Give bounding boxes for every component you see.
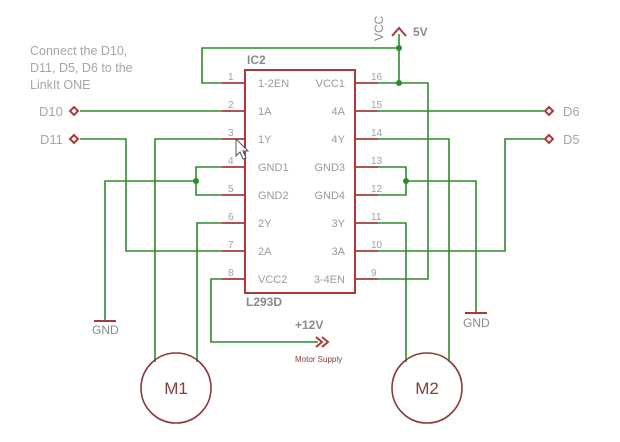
vcc-label: VCC <box>372 15 386 41</box>
motor-m1-body <box>140 352 212 424</box>
junction-vcc-top <box>396 45 402 51</box>
motor-supply-label: Motor Supply <box>295 355 342 364</box>
wire-d11 <box>80 138 222 252</box>
pin-name-12: GND4 <box>314 190 345 202</box>
pin-name-4: GND1 <box>258 162 289 174</box>
ic-part-number: L293D <box>246 295 282 309</box>
wire-1y-m1 <box>154 138 222 362</box>
junction-gnd-left <box>193 178 199 184</box>
pin-name-5: GND2 <box>258 190 289 202</box>
motor-m1-label: M1 <box>164 379 188 398</box>
gnd-left-label: GND <box>92 323 119 337</box>
pin-number-13: 13 <box>371 156 383 167</box>
wire-gnd3-gnd4 <box>378 166 407 196</box>
pin-number-7: 7 <box>228 240 234 251</box>
motor-supply-symbol: +12V Motor Supply <box>295 318 342 364</box>
wire-2y-m1 <box>196 222 222 362</box>
motor-supply-value: +12V <box>295 318 323 332</box>
pin-name-10: 3A <box>332 246 346 258</box>
pin-number-6: 6 <box>228 212 234 223</box>
vcc-value: 5V <box>413 25 428 39</box>
motor-m2[interactable]: M2 <box>391 352 463 424</box>
wire-d5 <box>378 138 544 252</box>
pin-number-2: 2 <box>228 100 234 111</box>
pin-name-16: VCC1 <box>316 78 345 90</box>
note-line-2: D11, D5, D6 to the <box>30 61 133 75</box>
wire-gnd-left <box>104 180 196 320</box>
junction-gnd-right <box>403 178 409 184</box>
gnd-left-symbol: GND <box>92 320 119 337</box>
pin-number-8: 8 <box>228 268 234 279</box>
supply-arrow-icon-1 <box>315 336 324 348</box>
pin-number-1: 1 <box>228 72 234 83</box>
port-d6-connector-icon <box>543 105 555 117</box>
pin-name-3: 1Y <box>258 134 272 146</box>
wire-enable-1-2 <box>201 47 399 84</box>
pin-name-8: VCC2 <box>258 274 287 286</box>
mouse-cursor-icon <box>235 137 250 160</box>
wire-gnd1-gnd2 <box>195 166 222 196</box>
pin-name-2: 1A <box>258 106 272 118</box>
pin-name-9: 3-4EN <box>314 274 345 286</box>
pin-number-12: 12 <box>371 184 383 195</box>
pin-name-13: GND3 <box>314 162 345 174</box>
note-line-1: Connect the D10, <box>30 44 127 58</box>
port-d6[interactable]: D6 <box>543 104 580 119</box>
ic-right-pins <box>355 82 378 280</box>
wire-vcc2-supply <box>210 278 318 343</box>
ic-body[interactable] <box>244 69 356 294</box>
motor-m2-body <box>391 352 463 424</box>
pin-name-1: 1-2EN <box>258 78 289 90</box>
pin-number-11: 11 <box>371 212 382 223</box>
port-d11[interactable]: D11 <box>40 132 80 147</box>
ic-refdes: IC2 <box>247 53 266 67</box>
supply-arrow-icon-2 <box>321 336 330 348</box>
gnd-right-symbol: GND <box>463 312 490 330</box>
note-line-3: LinkIt ONE <box>30 78 90 92</box>
port-d10[interactable]: D10 <box>39 104 80 119</box>
port-d10-label: D10 <box>39 104 63 119</box>
port-d5-connector-icon <box>543 133 555 145</box>
port-d5-label: D5 <box>563 132 580 147</box>
pin-number-9: 9 <box>371 268 377 279</box>
port-d11-connector-icon <box>68 133 80 145</box>
port-d10-connector-icon <box>68 105 80 117</box>
vcc-supply-symbol: VCC 5V <box>372 15 428 41</box>
pin-name-14: 4Y <box>332 134 346 146</box>
vcc-arrow-icon <box>391 26 407 37</box>
pin-number-5: 5 <box>228 184 234 195</box>
motor-m2-label: M2 <box>415 379 439 398</box>
pin-name-7: 2A <box>258 246 272 258</box>
wire-gnd-right <box>406 180 477 312</box>
port-d11-label: D11 <box>40 132 63 147</box>
port-d5[interactable]: D5 <box>543 132 580 147</box>
pin-name-15: 4A <box>332 106 346 118</box>
pin-number-15: 15 <box>371 100 383 111</box>
port-d6-label: D6 <box>563 104 580 119</box>
wire-4y-m2 <box>378 138 450 362</box>
pin-number-14: 14 <box>371 128 383 139</box>
pin-number-3: 3 <box>228 128 234 139</box>
pin-number-10: 10 <box>371 240 383 251</box>
pin-number-16: 16 <box>371 72 383 83</box>
ic-left-pins <box>222 82 245 280</box>
pin-number-4: 4 <box>228 156 234 167</box>
wire-3y-m2 <box>378 222 407 362</box>
pin-name-6: 2Y <box>258 218 272 230</box>
junction-vcc1 <box>396 80 402 86</box>
gnd-right-label: GND <box>463 316 490 330</box>
motor-m1[interactable]: M1 <box>140 352 212 424</box>
pin-name-11: 3Y <box>332 218 346 230</box>
